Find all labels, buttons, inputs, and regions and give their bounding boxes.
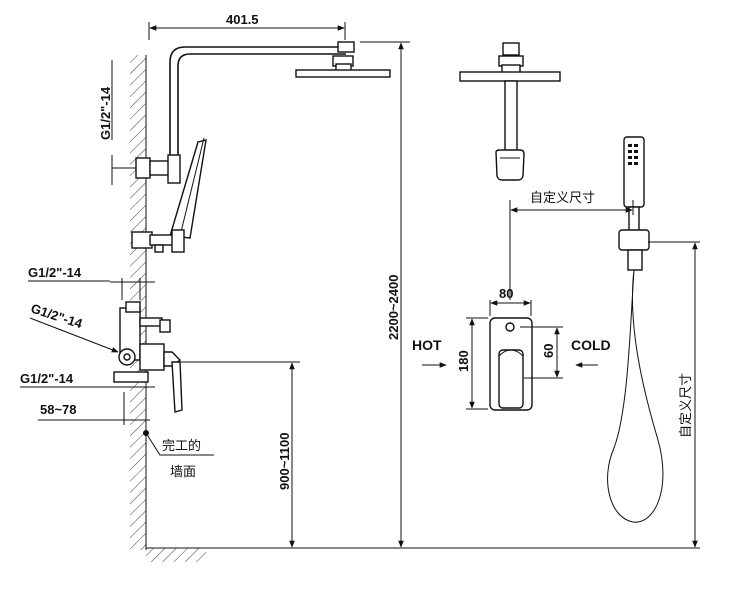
concealed-valve-side (113, 301, 183, 413)
hand-shower-side (131, 137, 207, 253)
side-view-shower-arm (169, 41, 391, 157)
custom-dims: 自定义尺寸 自定义尺寸 (509, 191, 700, 548)
inlet-spacing-label: 60 (541, 344, 556, 358)
valve-plate-front (489, 317, 533, 411)
valve-thread-upper-label: G1/2"-14 (28, 265, 82, 280)
wall-depth-label: 58~78 (40, 402, 77, 417)
hot-label: HOT (412, 337, 442, 353)
wall (130, 55, 700, 562)
finished-wall-callout: 完工的 墙面 (143, 430, 214, 480)
total-height-dim: 2200~2400 (360, 41, 410, 548)
finished-wall-label-2: 墙面 (170, 465, 196, 480)
valve-thread-diagonal-label: G1/2"-14 (29, 301, 85, 332)
valve-handle-side (171, 361, 183, 413)
valve-handle-front (498, 349, 524, 409)
valve-height-dim: 900~1100 (180, 361, 300, 548)
valve-height-label: 900~1100 (277, 433, 292, 490)
shower-arm-front (504, 80, 518, 152)
spray-nozzle-grid (628, 144, 638, 165)
plate-height-label: 180 (456, 350, 471, 372)
arm-wall-flange-front (495, 149, 525, 181)
plate-width-label: 80 (499, 286, 513, 301)
top-thread-dim: G1/2"-14 (98, 60, 113, 185)
custom-vertical-label: 自定义尺寸 (679, 373, 694, 438)
arm-length-label: 401.5 (226, 12, 259, 27)
wall-outlet-elbow (627, 249, 643, 271)
shower-hose (607, 269, 664, 523)
valve-thread-lower-label: G1/2"-14 (20, 371, 74, 386)
cold-label: COLD (571, 337, 611, 353)
front-view-shower (459, 42, 561, 181)
rain-shower-head-side (295, 69, 391, 78)
hand-shower-front (607, 136, 664, 523)
hand-shower-holder (618, 229, 650, 251)
arm-length-dim: 401.5 (148, 12, 346, 40)
arm-wall-bracket (112, 154, 181, 184)
hot-cold-indicators: HOT COLD (412, 337, 611, 368)
rain-shower-head-front (459, 71, 561, 82)
custom-horizontal-label: 自定义尺寸 (530, 191, 595, 206)
top-thread-label: G1/2"-14 (98, 86, 113, 140)
total-height-label: 2200~2400 (386, 275, 401, 340)
finished-wall-label-1: 完工的 (162, 438, 201, 454)
